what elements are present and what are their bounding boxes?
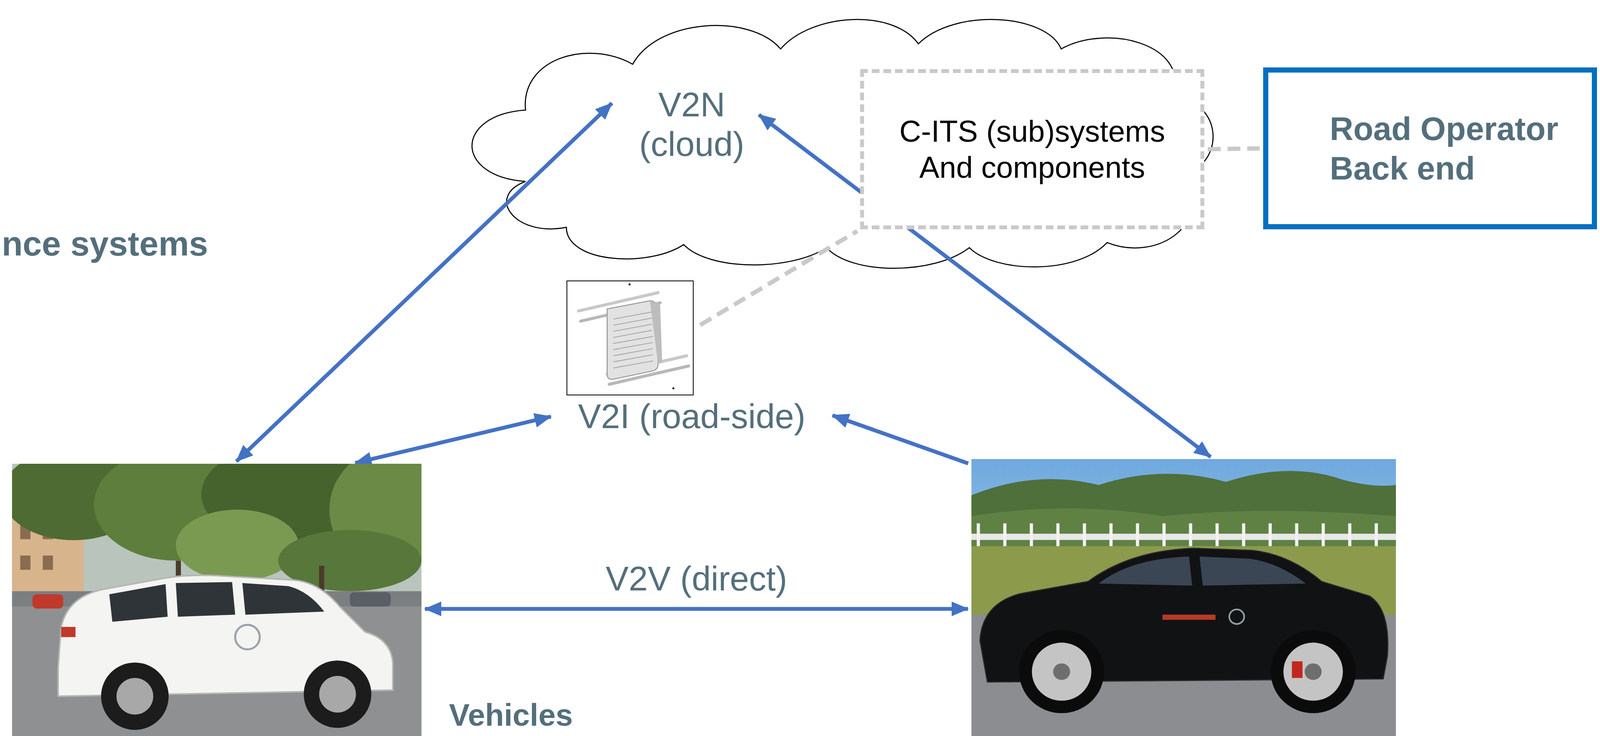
node-label: Road Operator Back end <box>1329 109 1588 188</box>
roadside-unit-icon <box>566 280 694 396</box>
vehicle-photo: Vehicles <box>12 464 422 736</box>
comm-arrow <box>236 103 612 462</box>
cloud-node: V2N (cloud) C-ITS (sub)systems And compon… <box>454 8 1220 271</box>
white-suv-photo <box>12 464 422 736</box>
node-label: Vehicles <box>448 696 573 734</box>
black-sedan-photo <box>971 459 1396 736</box>
edge-label: V2V (direct) <box>602 558 791 600</box>
cits-box: C-ITS (sub)systems And components <box>860 69 1205 230</box>
side-title: nce systems <box>1 223 208 265</box>
vehicle-photo <box>971 459 1396 736</box>
backend-box: Road Operator Back end <box>1263 67 1597 230</box>
roadside-node: V2I (road-side) <box>554 279 830 439</box>
node-label: V2I (road-side) <box>554 396 830 438</box>
node-label: V2N (cloud) <box>627 85 757 165</box>
node-label: C-ITS (sub)systems And components <box>873 113 1192 186</box>
comm-arrow <box>832 415 969 464</box>
dashed-link <box>1207 148 1260 150</box>
comm-arrow <box>424 607 968 611</box>
comm-arrow <box>355 416 551 464</box>
